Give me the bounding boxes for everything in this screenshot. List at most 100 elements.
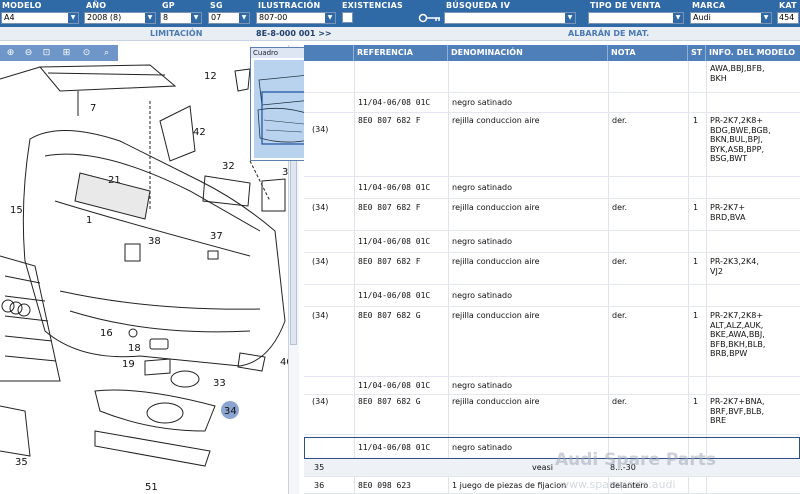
cell-info: PR-2K7,2K8+ BDG,BWE,BGB, BKN,BUL,BPJ, BY… xyxy=(710,116,771,163)
cell-pos: (34) xyxy=(312,311,329,320)
diagram-label[interactable]: 40 xyxy=(280,357,288,368)
chevron-down-icon[interactable]: ▼ xyxy=(673,13,683,23)
diagram-label[interactable]: 42 xyxy=(193,127,206,138)
table-row[interactable]: (34) 8E0 807 682 F rejilla conduccion ai… xyxy=(304,199,800,231)
col-st-header[interactable]: ST xyxy=(688,45,706,61)
zoom-out-icon[interactable]: ⊖ xyxy=(24,48,33,58)
gp-select[interactable]: 8▼ xyxy=(160,12,202,24)
kat-field[interactable]: 454 xyxy=(777,12,799,24)
cell-st: 1 xyxy=(693,311,699,320)
diagram-label[interactable]: 3 xyxy=(282,167,288,178)
diagram-label[interactable]: 34 xyxy=(224,406,237,417)
chevron-down-icon[interactable]: ▼ xyxy=(325,13,335,23)
overview-window-title: Cuadro xyxy=(251,48,319,58)
existencias-checkbox[interactable] xyxy=(342,12,353,23)
cell-pos: (34) xyxy=(312,397,329,406)
diagram-label[interactable]: 32 xyxy=(222,161,235,172)
illustration-pane[interactable] xyxy=(0,45,299,494)
col-den-header[interactable]: DENOMINACIÓN xyxy=(448,45,608,61)
col-ref-header[interactable]: REFERENCIA xyxy=(354,45,448,61)
table-row[interactable]: 35 veasi 8...-30 xyxy=(304,459,800,477)
cell-den: 1 juego de piezas de fijacion xyxy=(452,481,567,490)
cell-nota: der. xyxy=(612,116,628,125)
limitacion-label: LIMITACIÓN xyxy=(150,29,203,38)
tipo-venta-select[interactable]: ▼ xyxy=(588,12,684,24)
selected-part-marker[interactable] xyxy=(221,401,239,419)
modelo-select[interactable]: A4▼ xyxy=(1,12,79,24)
table-row[interactable]: (34) 8E0 807 682 F rejilla conduccion ai… xyxy=(304,113,800,177)
sg-select[interactable]: 07▼ xyxy=(208,12,250,24)
chevron-down-icon[interactable]: ▼ xyxy=(565,13,575,23)
diagram-label[interactable]: 37 xyxy=(210,231,223,242)
marca-select[interactable]: Audi▼ xyxy=(690,12,772,24)
cell-ref: 8E0 807 682 F xyxy=(358,257,421,266)
cell-pos: 35 xyxy=(314,463,325,472)
table-row[interactable]: 11/04-06/08 01C negro satinado xyxy=(304,377,800,395)
cell-ref: 11/04-06/08 01C xyxy=(358,98,431,107)
chevron-down-icon[interactable]: ▼ xyxy=(191,13,201,23)
subheader-bar: LIMITACIÓN 8E-8-000 001 >> ALBARÁN DE MA… xyxy=(0,27,800,41)
cell-ref: 11/04-06/08 01C xyxy=(358,443,431,452)
zoom-area-icon[interactable]: ⊞ xyxy=(62,48,71,58)
diagram-label[interactable]: 15 xyxy=(10,205,23,216)
diagram-label[interactable]: 16 xyxy=(100,328,113,339)
diagram-label[interactable]: 7 xyxy=(90,103,96,114)
zoom-fit-icon[interactable]: ⊡ xyxy=(42,48,51,58)
table-row[interactable]: 11/04-06/08 01C negro satinado xyxy=(304,231,800,253)
col-nota-header[interactable]: NOTA xyxy=(608,45,688,61)
cell-den: negro satinado xyxy=(452,237,512,246)
key-icon[interactable] xyxy=(418,12,442,24)
ilustracion-select[interactable]: 807-00▼ xyxy=(256,12,336,24)
gp-label: GP xyxy=(162,1,175,10)
ano-select[interactable]: 2008 (8)▼ xyxy=(84,12,156,24)
cell-den: rejilla conduccion aire xyxy=(452,203,540,212)
diagram-label[interactable]: 33 xyxy=(213,378,226,389)
cell-ref: 11/04-06/08 01C xyxy=(358,237,431,246)
parts-diagram[interactable]: 12 7 42 32 3 21 15 1 38 37 16 18 19 33 3… xyxy=(0,61,288,494)
table-row[interactable]: (34) 8E0 807 682 F rejilla conduccion ai… xyxy=(304,253,800,285)
cell-nota: 8...-30 xyxy=(610,463,636,472)
table-row[interactable]: AWA,BBJ,BFB, BKH xyxy=(304,61,800,93)
diagram-label[interactable]: 19 xyxy=(122,359,135,370)
diagram-label[interactable]: 51 xyxy=(145,482,158,493)
table-row[interactable]: (34) 8E0 807 682 G rejilla conduccion ai… xyxy=(304,307,800,377)
chevron-down-icon[interactable]: ▼ xyxy=(239,13,249,23)
chevron-down-icon[interactable]: ▼ xyxy=(145,13,155,23)
diagram-label[interactable]: 1 xyxy=(86,215,92,226)
diagram-label[interactable]: 18 xyxy=(128,343,141,354)
cell-pos: (34) xyxy=(312,125,329,134)
table-row[interactable]: 11/04-06/08 01C negro satinado xyxy=(304,285,800,307)
diagram-label[interactable]: 35 xyxy=(15,457,28,468)
chevron-down-icon[interactable]: ▼ xyxy=(761,13,771,23)
zoom-in-icon[interactable]: ⊕ xyxy=(6,48,15,58)
cell-den: rejilla conduccion aire xyxy=(452,311,540,320)
cell-ref: 11/04-06/08 01C xyxy=(358,183,431,192)
cell-info: PR-2K7+ BRD,BVA xyxy=(710,203,746,222)
cell-ref: 11/04-06/08 01C xyxy=(358,291,431,300)
col-info-header[interactable]: INFO. DEL MODELO xyxy=(709,48,796,57)
kat-label: KAT xyxy=(779,1,797,10)
chevron-down-icon[interactable]: ▼ xyxy=(68,13,78,23)
table-row[interactable]: (34) 8E0 807 682 G rejilla conduccion ai… xyxy=(304,395,800,435)
table-header: REFERENCIA DENOMINACIÓN NOTA ST INFO. DE… xyxy=(304,45,800,61)
table-row[interactable]: 11/04-06/08 01C negro satinado xyxy=(304,93,800,113)
ilustracion-label: ILUSTRACIÓN xyxy=(258,1,321,10)
col-pos-header[interactable] xyxy=(304,45,354,61)
watermark-url: www.spareparts.audi xyxy=(560,478,676,491)
cell-ref: 8E0 807 682 F xyxy=(358,116,421,125)
watermark: Audi Spare Parts xyxy=(555,450,716,470)
busqueda-select[interactable]: ▼ xyxy=(444,12,576,24)
marca-label: MARCA xyxy=(692,1,726,10)
table-row[interactable]: 11/04-06/08 01C negro satinado xyxy=(304,177,800,199)
cell-ref: 8E0 807 682 G xyxy=(358,311,421,320)
cell-nota: der. xyxy=(612,397,628,406)
cell-info: PR-2K7,2K8+ ALT,ALZ,AUK, BKE,AWA,BBJ, BF… xyxy=(710,311,766,358)
diagram-label[interactable]: 21 xyxy=(108,175,121,186)
cell-ref: 8E0 098 623 xyxy=(358,481,411,490)
busqueda-label: BÚSQUEDA IV xyxy=(446,1,511,10)
zoom-reset-icon[interactable]: ⊙ xyxy=(82,48,91,58)
diagram-label[interactable]: 12 xyxy=(204,71,217,82)
diagram-label[interactable]: 38 xyxy=(148,236,161,247)
cell-st: 1 xyxy=(693,257,699,266)
search-icon[interactable]: ⌕ xyxy=(103,48,110,58)
